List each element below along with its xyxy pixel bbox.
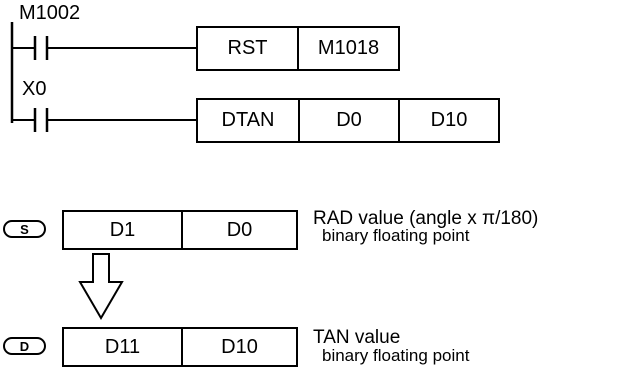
source-tag: S: [3, 220, 46, 238]
destination-register-low: D10: [181, 327, 298, 367]
source-register-low: D0: [181, 210, 298, 250]
source-register-high: D1: [62, 210, 183, 250]
destination-description: TAN value: [313, 327, 401, 348]
rung2-operand2-box: D10: [398, 98, 500, 143]
down-arrow-icon: [78, 253, 124, 320]
destination-tag: D: [3, 337, 46, 355]
rung2-operand1-box: D0: [298, 98, 400, 143]
rung1-contact-label: M1002: [19, 2, 81, 24]
rung1-instruction-box: RST: [196, 26, 299, 71]
source-description: RAD value (angle x π/180): [313, 208, 539, 229]
rung1-operand-box: M1018: [297, 26, 400, 71]
destination-format: binary floating point: [322, 346, 470, 365]
rung2-instruction-box: DTAN: [196, 98, 300, 143]
destination-register-high: D11: [62, 327, 183, 367]
source-format: binary floating point: [322, 226, 470, 245]
rung2-contact-label: X0: [22, 78, 47, 100]
